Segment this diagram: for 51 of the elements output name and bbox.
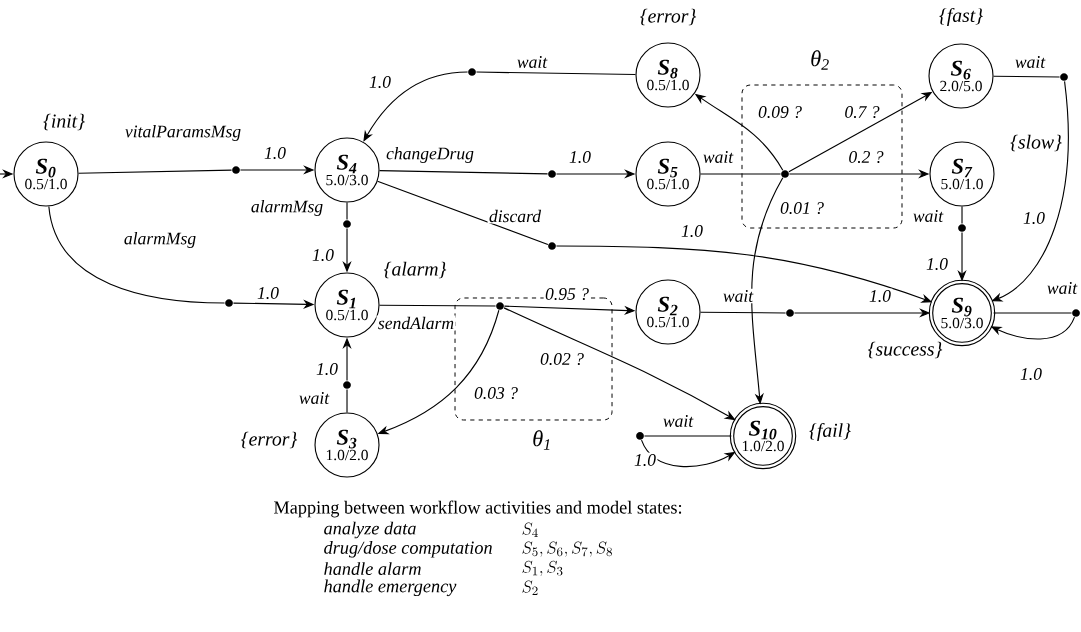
table-cell: analyze data [324,521,416,539]
edge-label: 0.95 ? [543,286,591,302]
edge-label: 0.02 ? [538,351,586,367]
table-cell: handle alarm [324,562,421,576]
edge-label: 1.0 [255,285,281,301]
edge-label: 0.03 ? [472,385,520,401]
edge-label: 0.01 ? [778,200,826,216]
edge-label: 1.0 [1018,366,1044,382]
state-tag: {init} [43,113,85,131]
state-tag: {error} [640,8,697,26]
state-tag: {fast} [939,7,983,26]
table-cell: handle emergency [324,579,457,597]
node-label: θ$_{1}$ [533,430,550,450]
state-tag: {fail} [809,422,851,441]
edge-label: 0.7 ? [843,104,881,120]
edge-label: 1.0 [632,452,658,468]
edge-label: 1.0 [1021,210,1047,226]
edge-label: 1.0 [310,247,336,263]
edge-label: changeDrug [384,145,476,165]
edge-label: sendAlarm [376,315,456,331]
table-cell: $S_4$ [522,522,538,537]
edge-label: 1.0 [314,361,340,377]
table-cell: drug/dose computation [324,541,492,558]
caption: Mapping between workflow activities and model states: [274,500,682,518]
edge-label: alarmMsg [122,230,198,250]
edge-label: wait [1013,54,1047,70]
edge-label: wait [721,288,755,304]
arrow [363,71,469,142]
table-cell: $S_1, S_3$ [522,560,563,576]
edge-label: 1.0 [924,256,950,272]
state-tag: {slow} [1010,134,1062,152]
node-label: θ$_{2}$ [811,50,829,70]
edge-label: wait [911,208,945,224]
edge-label: wait [1045,280,1079,296]
edge-label: 1.0 [867,288,893,304]
edge-label: 0.09 ? [756,104,804,120]
edge-label: 1.0 [367,74,393,90]
state-tag: {alarm} [384,261,447,279]
edge-label: 0.2 ? [847,149,885,165]
edge-label: vitalParamsMsg [123,123,243,143]
edge-label: 1.0 [262,145,288,161]
state-tag: {error} [241,431,298,449]
edge-label: wait [297,390,331,406]
edge-label: discard [487,208,543,224]
table-cell: $S_2$ [522,580,538,595]
edge-label: 1.0 [567,149,593,165]
edge-label: wait [515,54,549,70]
edge-label: wait [701,149,735,165]
edge-label: wait [661,413,695,429]
edge-label: 1.0 [679,223,705,239]
table-cell: $S_5, S_6, S_7, S_8$ [522,541,612,557]
